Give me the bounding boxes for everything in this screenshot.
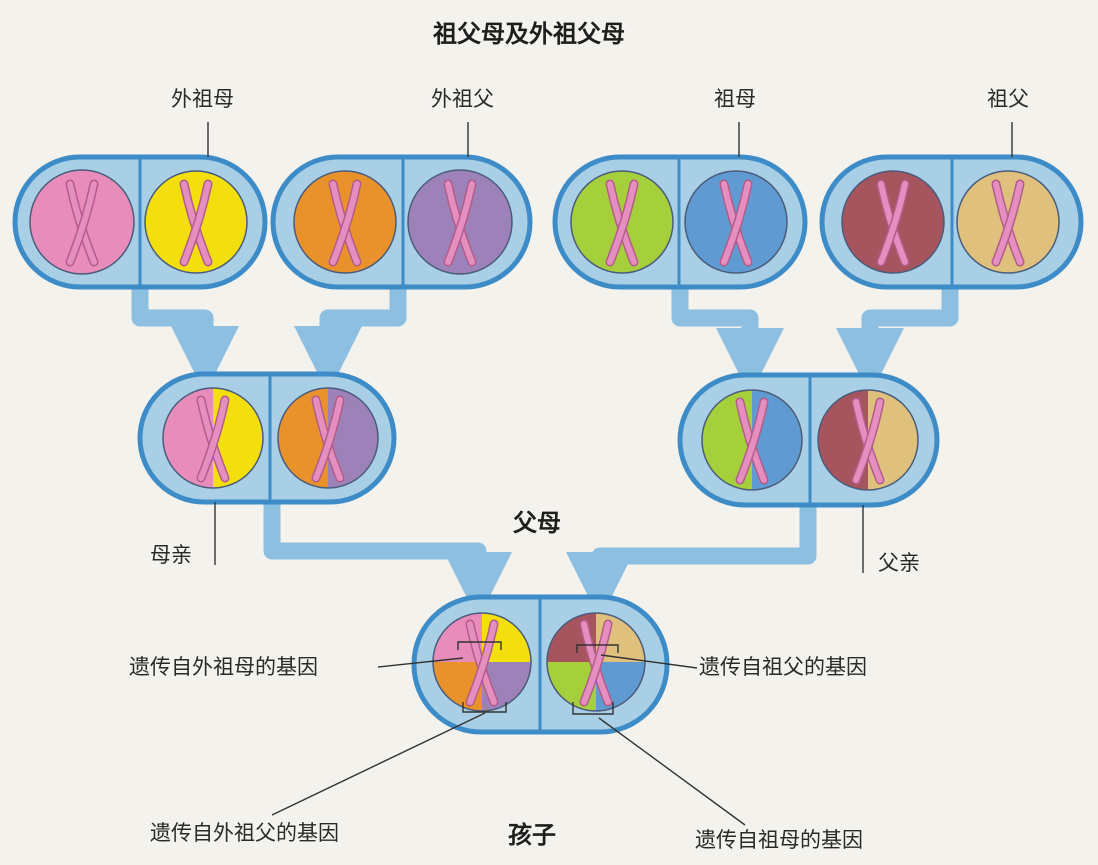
arrow-father-to-child (566, 506, 817, 620)
chromosome-1 (65, 179, 99, 267)
chromosome-arm (607, 181, 637, 265)
arrow-maternal-grandmother-to-mother (131, 285, 239, 394)
parents-heading: 父母 (513, 509, 561, 537)
chromosome-arm (467, 621, 497, 705)
chromosome-14 (579, 619, 613, 707)
arrow-grandmother-to-father (671, 285, 784, 396)
nucleus-outline (162, 387, 264, 489)
chromosome-arm (198, 397, 228, 481)
chromosome-9 (196, 395, 230, 483)
nucleus-outline (277, 387, 379, 489)
chromosome-10 (311, 395, 345, 483)
leader-gene-maternal-grandmother (377, 657, 464, 668)
arrow-mother-to-child (263, 503, 512, 620)
leader-lines (207, 122, 1013, 826)
chromosome-arm (737, 399, 767, 483)
chromosome-arm (878, 181, 908, 265)
chromosome-arm (67, 181, 97, 265)
chromosome-arm (993, 181, 1023, 265)
chromosome-5 (605, 179, 639, 267)
nucleus-outline (432, 612, 532, 712)
label-father: 父亲 (878, 551, 920, 575)
chromosome-arm (721, 181, 751, 265)
label-gene-maternal-grandfather: 遗传自外祖父的基因 (150, 821, 339, 845)
chromosome-12 (851, 397, 885, 485)
label-gene-maternal-grandmother: 遗传自外祖母的基因 (129, 655, 318, 679)
chromosome-11 (735, 397, 769, 485)
arrow-maternal-grandfather-to-mother (294, 285, 407, 394)
gene-bracket (462, 702, 507, 713)
leader-gene-maternal-grandfather (271, 712, 486, 816)
chromosome-arm (181, 181, 211, 265)
chromosome-3 (328, 179, 362, 267)
chromosome-arm (330, 181, 360, 265)
label-paternal-grandfather: 祖父 (987, 87, 1029, 111)
label-maternal-grandfather: 外祖父 (431, 87, 494, 111)
chromosome-8 (991, 179, 1025, 267)
chromosome-4 (443, 179, 477, 267)
leader-gene-grandmother (598, 717, 746, 826)
leader-gene-grandfather (600, 654, 698, 669)
chromosome-arm (853, 399, 883, 483)
label-mother: 母亲 (150, 543, 192, 567)
nucleus-outline (701, 389, 803, 491)
nucleus-outline (817, 389, 919, 491)
label-paternal-grandmother: 祖母 (714, 87, 756, 111)
gene-bracket (576, 644, 619, 653)
chromosome-6 (719, 179, 753, 267)
chromosome-2 (179, 179, 213, 267)
label-gene-paternal-grandmother: 遗传自祖母的基因 (695, 828, 863, 852)
nucleus-outline (546, 612, 646, 712)
gene-bracket (457, 641, 502, 650)
chromosome-arm (313, 397, 343, 481)
child-heading: 孩子 (508, 821, 556, 849)
gene-bracket (572, 702, 614, 715)
chromosome-13 (465, 619, 499, 707)
label-gene-paternal-grandfather: 遗传自祖父的基因 (699, 655, 867, 679)
label-maternal-grandmother: 外祖母 (171, 87, 234, 111)
chromosomes (65, 179, 1025, 707)
inheritance-arrows (131, 285, 959, 620)
arrow-grandfather-to-father (836, 285, 959, 396)
chromosome-7 (876, 179, 910, 267)
chromosome-arm (445, 181, 475, 265)
chromosome-arm (581, 621, 611, 705)
diagram-title: 祖父母及外祖父母 (433, 20, 625, 48)
